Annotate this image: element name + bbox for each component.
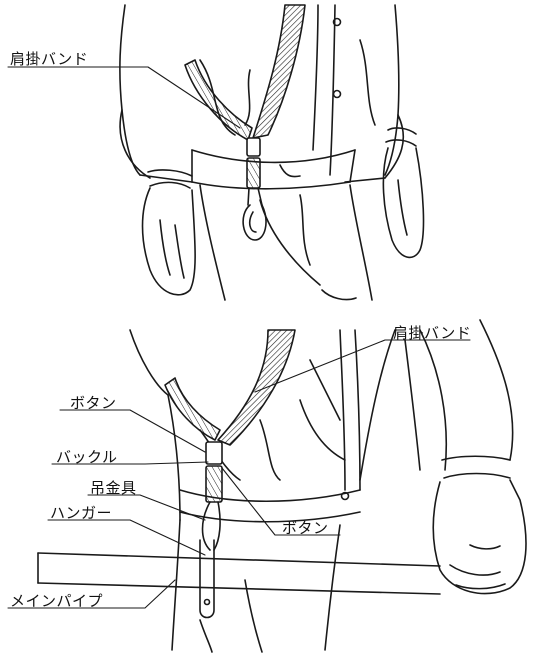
label-button-left: ボタン <box>70 394 117 412</box>
leader-buckle <box>51 461 209 465</box>
label-shoulder-band-bottom: 肩掛バンド <box>393 324 472 342</box>
label-shoulder-band-top: 肩掛バンド <box>10 50 89 68</box>
bottom-shoulder-band <box>164 329 296 619</box>
label-main-pipe: メインパイプ <box>10 592 104 610</box>
leader-button-left <box>59 409 206 453</box>
label-hanging-bracket: 吊金具 <box>90 479 137 497</box>
bottom-figure-body <box>129 319 527 653</box>
label-buckle: バックル <box>56 448 118 466</box>
top-shoulder-band <box>184 4 306 241</box>
label-button-right: ボタン <box>282 519 329 537</box>
top-figure-body <box>119 4 425 301</box>
leader-main-pipe <box>7 579 176 609</box>
main-pipe <box>37 552 441 595</box>
leader-shoulder-band-top <box>7 66 241 129</box>
leader-shoulder-band-bottom <box>254 339 471 393</box>
label-hanger: ハンガー <box>50 504 113 522</box>
leader-hanger <box>47 519 206 556</box>
leader-hanging-bracket <box>87 494 206 521</box>
leader-button-right <box>221 467 341 536</box>
